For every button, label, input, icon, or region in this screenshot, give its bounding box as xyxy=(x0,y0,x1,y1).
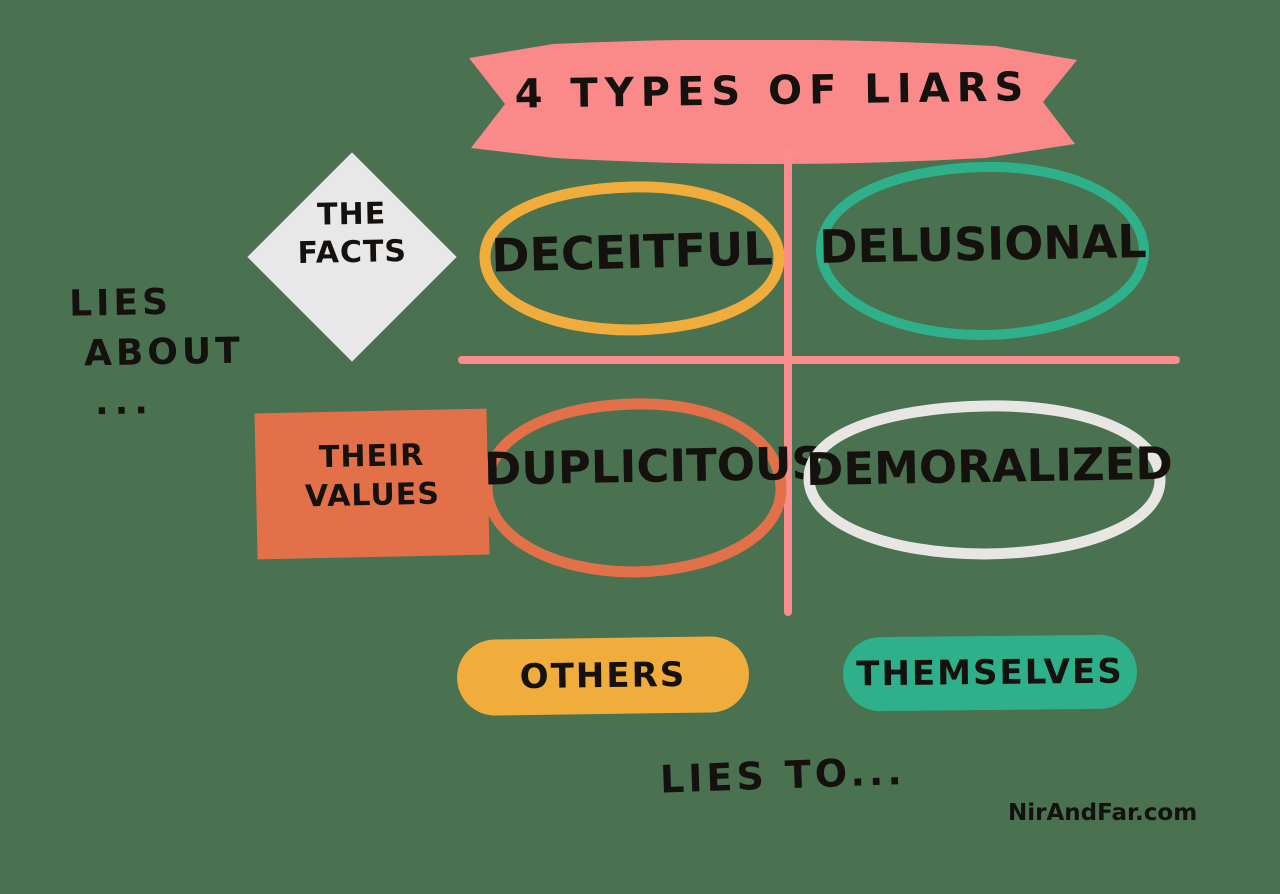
column-label-others: OTHERS xyxy=(456,635,750,717)
y-axis-caption: LIES ABOUT ... xyxy=(69,276,262,428)
quadrant-demoralized-label: DEMORALIZED xyxy=(805,436,1174,497)
row-label-the-facts-text: THE FACTS xyxy=(246,194,457,274)
row-label-the-facts-line2: FACTS xyxy=(297,234,408,272)
row-label-the-facts: THE FACTS xyxy=(247,152,457,362)
quadrant-demoralized: DEMORALIZED xyxy=(803,400,1174,560)
row-label-their-values: THEIR VALUES xyxy=(254,408,490,560)
hand-drawn-ellipse-icon xyxy=(479,181,785,336)
quadrant-duplicitous: DUPLICITOUS xyxy=(481,398,825,578)
column-label-themselves-text: THEMSELVES xyxy=(856,651,1124,695)
ribbon-banner-icon xyxy=(469,40,1077,164)
axis-vertical xyxy=(784,148,792,616)
column-label-others-text: OTHERS xyxy=(519,654,687,698)
y-axis-caption-line2: ABOUT xyxy=(83,330,245,375)
row-label-their-values-line2: VALUES xyxy=(304,476,441,515)
hand-drawn-ellipse-icon xyxy=(481,398,787,578)
hand-drawn-ellipse-icon xyxy=(815,161,1150,341)
row-label-their-values-text: THEIR VALUES xyxy=(255,435,489,518)
x-axis-caption: LIES TO... xyxy=(659,749,907,802)
quadrant-duplicitous-label: DUPLICITOUS xyxy=(483,436,825,496)
hand-drawn-ellipse-icon xyxy=(803,400,1166,560)
quadrant-delusional-label: DELUSIONAL xyxy=(818,214,1148,274)
y-axis-caption-line3: ... xyxy=(94,381,155,424)
title-banner: 4 TYPES OF LIARS xyxy=(465,40,1080,165)
y-axis-caption-line1: LIES xyxy=(68,281,173,325)
credit-attribution: NirAndFar.com xyxy=(1008,800,1198,826)
row-label-their-values-line1: THEIR xyxy=(318,437,425,476)
quadrant-delusional: DELUSIONAL xyxy=(815,161,1150,341)
quadrant-deceitful-label: DECEITFUL xyxy=(490,221,774,283)
quadrant-deceitful: DECEITFUL xyxy=(479,181,785,336)
column-label-themselves: THEMSELVES xyxy=(842,634,1138,712)
banner-title: 4 TYPES OF LIARS xyxy=(514,64,1031,118)
axis-horizontal xyxy=(458,356,1180,364)
row-label-the-facts-line1: THE xyxy=(316,196,387,233)
